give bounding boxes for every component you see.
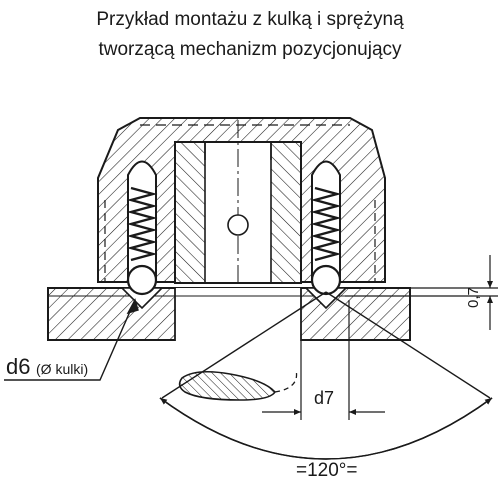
detent-balls <box>126 264 342 296</box>
title-line-2: tworzącą mechanizm pozycjonujący <box>98 39 402 60</box>
left-ball <box>126 264 158 296</box>
right-spring <box>310 186 342 262</box>
angle-label: =120°= <box>296 460 358 481</box>
title-line-1: Przykład montażu z kulką i sprężyną <box>96 9 404 30</box>
angle-lines <box>159 291 493 460</box>
side-hole-icon <box>227 214 249 236</box>
lower-plate <box>47 287 411 341</box>
inner-sleeve <box>104 124 376 284</box>
d7-dimension <box>262 300 385 420</box>
right-ball <box>310 264 342 296</box>
dimension-07 <box>345 255 498 330</box>
d7-label: d7 <box>314 388 334 408</box>
upper-housing <box>97 117 386 284</box>
dim-07-label: 0,7 <box>465 287 482 308</box>
d6-label: d6 <box>6 354 30 379</box>
left-spring <box>126 186 158 262</box>
cup-section <box>178 369 298 401</box>
d6-leader <box>4 298 139 381</box>
d6-note: (Ø kulki) <box>36 361 88 377</box>
